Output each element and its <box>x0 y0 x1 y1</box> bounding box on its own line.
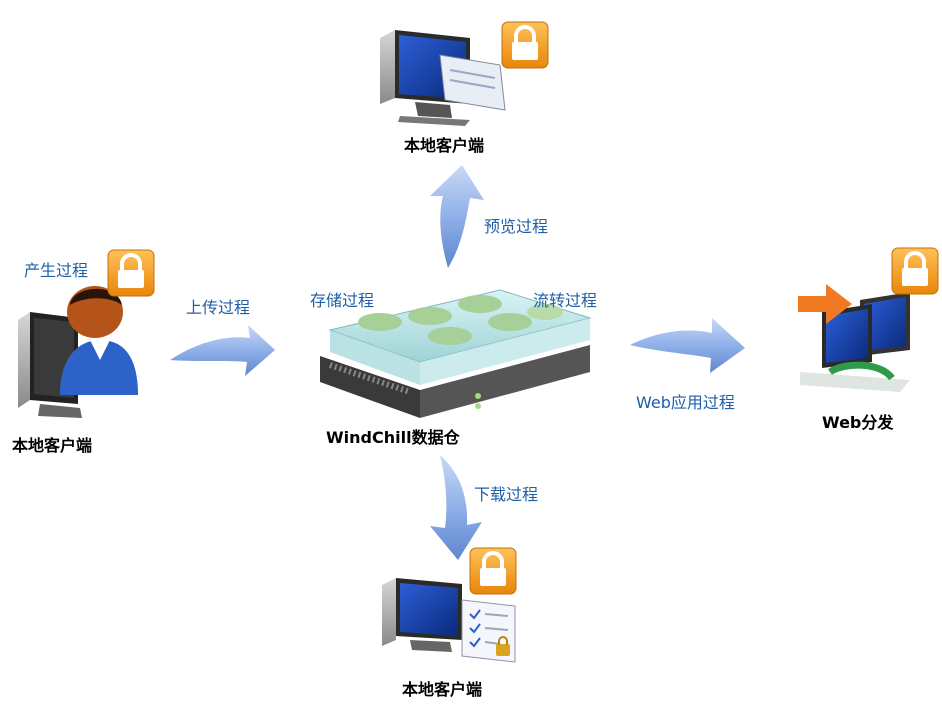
server-label: WindChill数据仓 <box>326 424 460 448</box>
top-client-label: 本地客户端 <box>404 132 484 156</box>
web-app-arrow <box>630 318 745 373</box>
download-arrow <box>430 455 482 560</box>
checklist-icon <box>462 600 515 662</box>
web-lock-icon <box>892 248 938 294</box>
store-process-label: 存储过程 <box>310 287 374 311</box>
web-distribution-label: Web分发 <box>822 409 893 433</box>
preview-process-label: 预览过程 <box>484 213 548 237</box>
upload-arrow <box>170 325 275 376</box>
create-process-label: 产生过程 <box>24 257 88 281</box>
web-app-process-label: Web应用过程 <box>636 389 735 413</box>
bottom-client-label: 本地客户端 <box>402 676 482 700</box>
left-lock-icon <box>108 250 154 296</box>
left-client-user <box>18 286 138 418</box>
bottom-client-computer <box>382 578 462 652</box>
left-client-label: 本地客户端 <box>12 432 92 456</box>
top-lock-icon <box>502 22 548 68</box>
top-client-computer <box>380 30 505 126</box>
circulate-process-label: 流转过程 <box>533 287 597 311</box>
bottom-lock-icon <box>470 548 516 594</box>
web-network-icon <box>798 284 910 392</box>
upload-process-label: 上传过程 <box>186 294 250 318</box>
preview-arrow <box>430 165 484 268</box>
download-process-label: 下载过程 <box>474 481 538 505</box>
